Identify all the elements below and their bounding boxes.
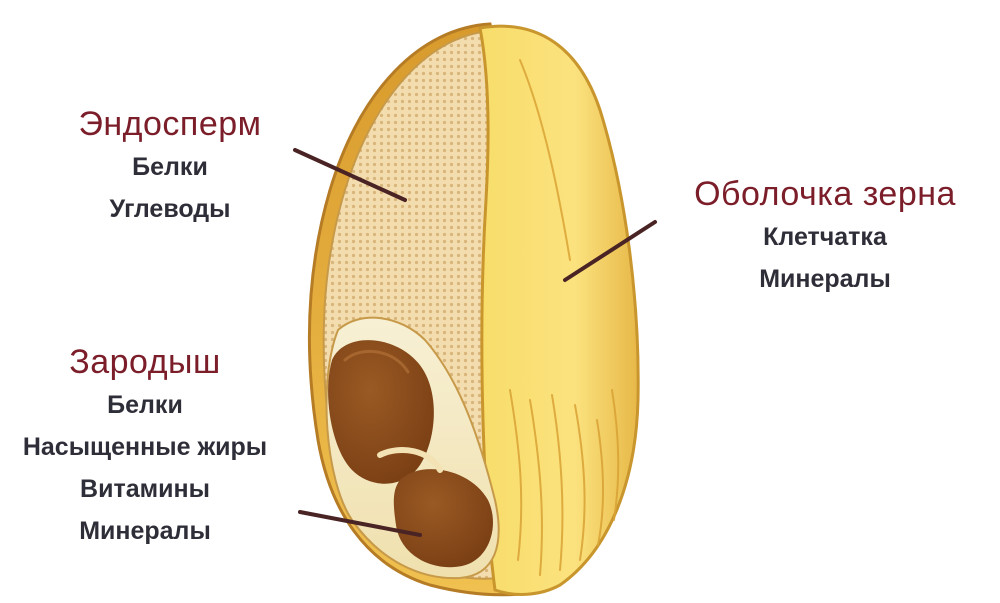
endosperm-label-group: Эндосперм Белки Углеводы [40, 102, 300, 230]
embryo-leader-line [298, 510, 422, 537]
husk-title: Оболочка зерна [694, 175, 956, 213]
endosperm-item: Белки [132, 153, 208, 181]
husk-label-group: Оболочка зерна Клетчатка Минералы [660, 172, 990, 300]
embryo-item: Насыщенные жиры [22, 433, 268, 461]
embryo-item: Белки [107, 391, 183, 419]
husk-folds [509, 59, 620, 576]
embryo-title: Зародыш [69, 343, 221, 381]
endosperm-item: Углеводы [109, 195, 231, 223]
husk-leader-line [563, 220, 657, 282]
embryo-item: Минералы [79, 517, 211, 545]
embryo-shape [328, 340, 493, 568]
endosperm-title: Эндосперм [78, 105, 262, 143]
embryo-label-group: Зародыш Белки Насыщенные жиры Витамины М… [0, 340, 290, 552]
husk-item: Минералы [759, 265, 891, 293]
embryo-item: Витамины [80, 475, 210, 503]
endosperm-leader-line [293, 148, 407, 202]
husk-item: Клетчатка [763, 223, 887, 251]
